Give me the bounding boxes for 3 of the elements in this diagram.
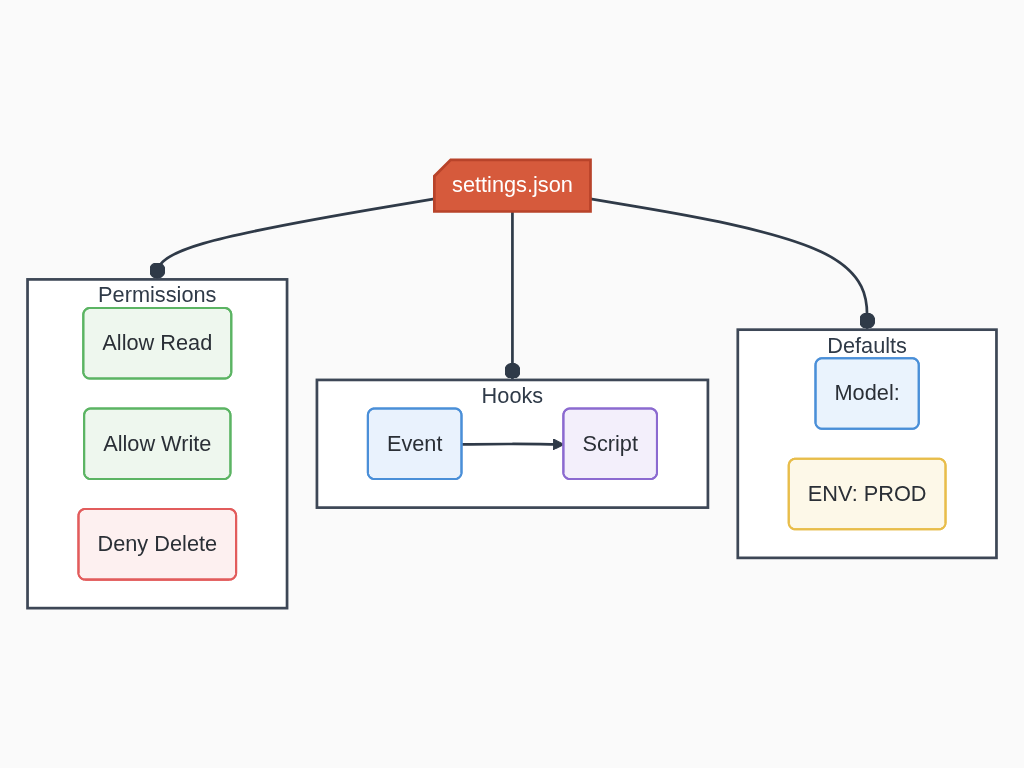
connector [504,211,521,380]
connector [149,197,435,280]
connector [590,197,876,330]
